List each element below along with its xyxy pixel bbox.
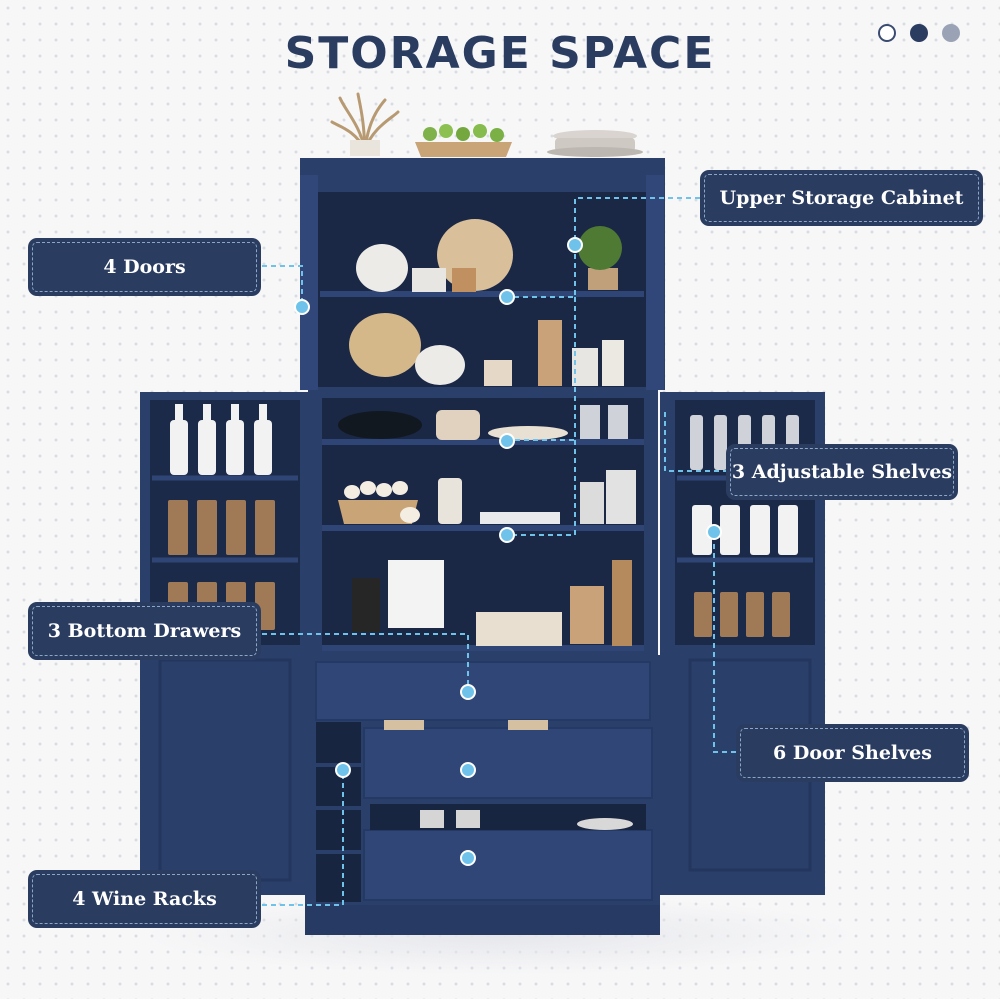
middle-shelving — [308, 390, 658, 660]
callout-door-shelves: 6 Door Shelves — [736, 724, 969, 782]
image-pager[interactable] — [878, 24, 960, 42]
pager-dot-3[interactable] — [942, 24, 960, 42]
callout-bottom-drawers: 3 Bottom Drawers — [28, 602, 261, 660]
pager-dot-2-active[interactable] — [910, 24, 928, 42]
callout-four-doors: 4 Doors — [28, 238, 261, 296]
pager-dot-1[interactable] — [878, 24, 896, 42]
callout-adjustable-shelves: 3 Adjustable Shelves — [726, 444, 958, 500]
top-decor — [330, 92, 643, 157]
callout-wine-racks: 4 Wine Racks — [28, 870, 261, 928]
connector-dots — [294, 237, 722, 866]
page-title: STORAGE SPACE — [284, 28, 716, 79]
lower-section — [305, 655, 660, 935]
connector-lines — [262, 197, 736, 906]
upper-cabinet — [300, 158, 665, 390]
callout-upper-storage-cabinet: Upper Storage Cabinet — [700, 170, 983, 226]
